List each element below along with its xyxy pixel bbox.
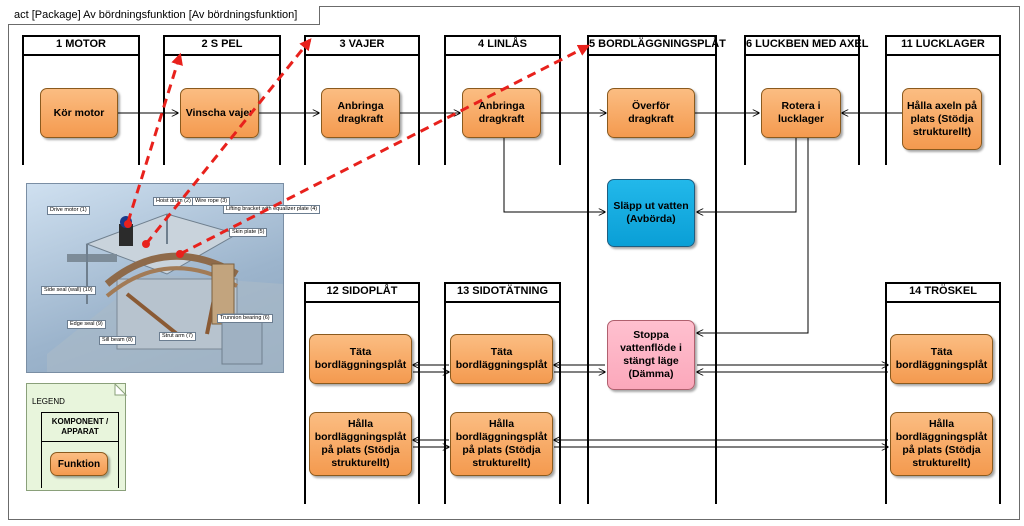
legend-title: LEGEND	[32, 397, 65, 406]
node-tata-sidotatning[interactable]: Täta bordläggningsplåt	[450, 334, 553, 384]
node-tata-troskel[interactable]: Täta bordläggningsplåt	[890, 334, 993, 384]
lane-sidotatning-label: 13 SIDOTÄTNING	[446, 282, 559, 303]
flow-rotera-to-slapp	[697, 138, 797, 212]
node-rotera-i-lucklager[interactable]: Rotera i lucklager	[761, 88, 841, 138]
legend-fold-corner	[114, 382, 128, 396]
legend-lane: KOMPONENT / APPARAT Funktion	[41, 412, 119, 488]
lane-luckben-label: 6 LUCKBEN MED AXEL	[746, 35, 868, 56]
frame-title: act [Package] Av bördningsfunktion [Av b…	[8, 6, 321, 25]
callout-hoist-drum: Hoist drum (2)	[153, 197, 194, 206]
node-kor-motor[interactable]: Kör motor	[40, 88, 118, 138]
callout-skin-plate: Skin plate (5)	[229, 228, 268, 237]
lane-troskel: 14 TRÖSKEL	[885, 282, 1001, 504]
lane-luckben: 6 LUCKBEN MED AXEL	[744, 35, 868, 165]
callout-edge-seal: Edge seal (9)	[67, 320, 106, 329]
flow-rotera-to-stoppa	[697, 138, 809, 333]
callout-side-seal: Side seal (wall) (10)	[41, 286, 96, 295]
node-anbringa-dragkraft-vajer[interactable]: Anbringa dragkraft	[321, 88, 400, 138]
node-halla-sidotatning[interactable]: Hålla bordläggningsplåt på plats (Stödja…	[450, 412, 553, 476]
legend-box: LEGEND KOMPONENT / APPARAT Funktion	[26, 382, 128, 491]
lane-lucklager-label: 11 LUCKLAGER	[887, 35, 999, 56]
callout-lifting-bracket: Lifting bracket with equalizer plate (4)	[223, 205, 321, 214]
lane-lucklager: 11 LUCKLAGER	[885, 35, 1001, 165]
lane-bordlaggningsplat-label: 5 BORDLÄGGNINGSPLÅT	[589, 35, 726, 56]
lane-sidoplat-label: 12 SIDOPLÅT	[306, 282, 418, 303]
callout-sill-beam: Sill beam (8)	[99, 336, 136, 345]
flow-anbringa4-to-slapp	[503, 138, 605, 212]
node-vinscha-vajer[interactable]: Vinscha vajer	[180, 88, 259, 138]
lane-motor-label: 1 MOTOR	[24, 35, 138, 56]
node-overfor-dragkraft[interactable]: Överför dragkraft	[607, 88, 695, 138]
callout-drive-motor: Drive motor (1)	[47, 206, 90, 215]
lane-sidotatning: 13 SIDOTÄTNING	[444, 282, 561, 504]
node-tata-sidoplat[interactable]: Täta bordläggningsplåt	[309, 334, 412, 384]
radial-gate-illustration: Drive motor (1) Hoist drum (2) Wire rope…	[26, 183, 321, 373]
node-halla-sidoplat[interactable]: Hålla bordläggningsplåt på plats (Stödja…	[309, 412, 412, 476]
node-halla-troskel[interactable]: Hålla bordläggningsplåt på plats (Stödja…	[890, 412, 993, 476]
callout-strut-arm: Strut arm (7)	[159, 332, 196, 341]
lane-troskel-label: 14 TRÖSKEL	[887, 282, 999, 303]
callout-trunnion-bearing: Trunnion bearing (6)	[217, 314, 273, 323]
node-stoppa-vattenflode[interactable]: Stoppa vattenflöde i stängt läge (Dämma)	[607, 320, 695, 390]
node-halla-axeln[interactable]: Hålla axeln på plats (Stödja strukturell…	[902, 88, 982, 150]
lane-bordlaggningsplat: 5 BORDLÄGGNINGSPLÅT	[587, 35, 726, 504]
node-slapp-ut-vatten[interactable]: Släpp ut vatten (Avbörda)	[607, 179, 695, 247]
legend-component-label: KOMPONENT / APPARAT	[42, 412, 118, 442]
node-anbringa-dragkraft-linlas[interactable]: Anbringa dragkraft	[462, 88, 541, 138]
lane-sidoplat: 12 SIDOPLÅT	[304, 282, 420, 504]
legend-function-node: Funktion	[50, 452, 108, 476]
